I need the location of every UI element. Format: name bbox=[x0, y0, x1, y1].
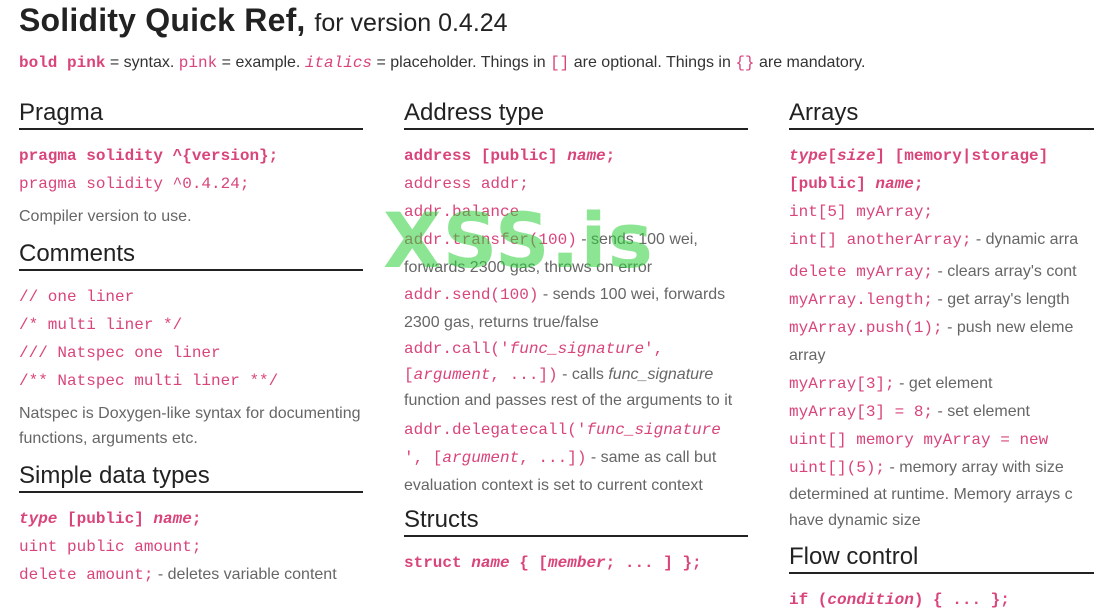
array-syntax-line-1: type[size] [memory|storage] bbox=[789, 147, 1049, 165]
address-call-line: addr.call('func_signature',[argument, ..… bbox=[404, 340, 733, 409]
heading-address-type: Address type bbox=[404, 98, 748, 130]
comment-line-4: /** Natspec multi liner **/ bbox=[19, 372, 279, 390]
section-simple-data-types: Simple data types type [public] name; ui… bbox=[19, 461, 363, 589]
legend-pink: pink bbox=[178, 54, 218, 72]
column-3: Arrays type[size] [memory|storage] [publ… bbox=[789, 98, 1094, 614]
simple-example-line: uint public amount; bbox=[19, 538, 202, 556]
heading-pragma: Pragma bbox=[19, 98, 363, 130]
heading-arrays: Arrays bbox=[789, 98, 1094, 130]
page-subtitle: for version 0.4.24 bbox=[314, 9, 508, 37]
heading-simple-data-types: Simple data types bbox=[19, 461, 363, 493]
array-delete-line: delete myArray; - clears array's cont bbox=[789, 263, 1077, 281]
legend-placeholder-text: = placeholder. Things in bbox=[372, 54, 551, 71]
array-dynamic-line: int[] anotherArray; - dynamic arra bbox=[789, 231, 1079, 249]
heading-structs: Structs bbox=[404, 505, 748, 537]
legend-brackets: [] bbox=[550, 54, 570, 72]
legend-bold-pink: bold pink bbox=[19, 54, 106, 72]
page-title: Solidity Quick Ref, for version 0.4.24 bbox=[19, 2, 508, 39]
array-set-line: myArray[3] = 8; - set element bbox=[789, 403, 1030, 421]
address-send-line: addr.send(100) - sends 100 wei, forwards… bbox=[404, 286, 726, 331]
legend: bold pink = syntax. pink = example. ital… bbox=[19, 54, 865, 72]
comment-line-3: /// Natspec one liner bbox=[19, 344, 221, 362]
section-address-type: Address type address [public] name; addr… bbox=[404, 98, 748, 499]
array-memory-line-2: uint[](5); - memory array with size bbox=[789, 459, 1064, 477]
array-get-line: myArray[3]; - get element bbox=[789, 375, 993, 393]
section-structs: Structs struct name { [member; ... ] }; bbox=[404, 505, 748, 577]
flow-if-line: if (condition) { ... }; bbox=[789, 591, 1010, 609]
address-balance-line: addr.balance bbox=[404, 203, 520, 221]
array-push-line: myArray.push(1); - push new eleme bbox=[789, 319, 1074, 337]
pragma-syntax-line: pragma solidity ^{version}; bbox=[19, 147, 279, 165]
struct-syntax-line: struct name { [member; ... ] }; bbox=[404, 554, 702, 572]
array-memory-line: uint[] memory myArray = new bbox=[789, 431, 1049, 449]
simple-syntax-line: type [public] name; bbox=[19, 510, 202, 528]
page-title-main: Solidity Quick Ref, bbox=[19, 2, 306, 38]
heading-comments: Comments bbox=[19, 239, 363, 271]
array-fixed-line: int[5] myArray; bbox=[789, 203, 934, 221]
legend-braces: {} bbox=[735, 54, 755, 72]
section-arrays: Arrays type[size] [memory|storage] [publ… bbox=[789, 98, 1094, 534]
legend-mandatory-text: are mandatory. bbox=[754, 54, 866, 71]
legend-italics: italics bbox=[304, 54, 373, 72]
array-syntax-line-2: [public] name; bbox=[789, 175, 924, 193]
comment-line-1: // one liner bbox=[19, 288, 135, 306]
heading-flow-control: Flow control bbox=[789, 542, 1094, 574]
section-comments: Comments // one liner /* multi liner */ … bbox=[19, 239, 363, 451]
array-push-line-cont: array bbox=[789, 347, 826, 364]
pragma-desc: Compiler version to use. bbox=[19, 208, 192, 225]
array-length-line: myArray.length; - get array's length bbox=[789, 291, 1070, 309]
address-syntax-line: address [public] name; bbox=[404, 147, 616, 165]
address-transfer-line: addr.transfer(100) - sends 100 wei, forw… bbox=[404, 231, 698, 276]
section-flow-control: Flow control if (condition) { ... }; bbox=[789, 542, 1094, 614]
pragma-example-line: pragma solidity ^0.4.24; bbox=[19, 175, 250, 193]
address-example-line: address addr; bbox=[404, 175, 529, 193]
comment-line-2: /* multi liner */ bbox=[19, 316, 183, 334]
address-delegatecall-line: addr.delegatecall('func_signature', [arg… bbox=[404, 421, 721, 494]
comments-desc: Natspec is Doxygen-like syntax for docum… bbox=[19, 405, 361, 447]
array-memory-desc-2: determined at runtime. Memory arrays c bbox=[789, 486, 1073, 503]
simple-delete-line: delete amount; - deletes variable conten… bbox=[19, 566, 337, 584]
legend-optional-text: are optional. Things in bbox=[569, 54, 736, 71]
array-memory-desc-3: have dynamic size bbox=[789, 512, 921, 529]
section-pragma: Pragma pragma solidity ^{version}; pragm… bbox=[19, 98, 363, 229]
legend-syntax-text: = syntax. bbox=[105, 54, 179, 71]
column-1: Pragma pragma solidity ^{version}; pragm… bbox=[19, 98, 363, 589]
legend-example-text: = example. bbox=[217, 54, 305, 71]
column-2: Address type address [public] name; addr… bbox=[404, 98, 748, 577]
